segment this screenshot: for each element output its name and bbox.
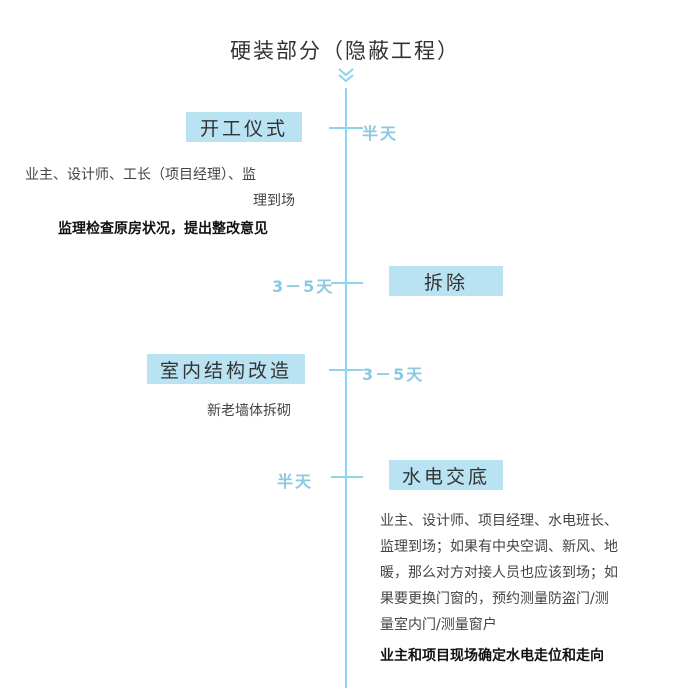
step-duration: 半天	[277, 472, 314, 491]
timeline-tick	[347, 369, 363, 371]
step-highlight: 监理检查原房状况，提出整改意见	[58, 221, 268, 237]
timeline-tick	[329, 369, 345, 371]
step-box-demolition: 拆除	[389, 266, 503, 296]
step-box-structure-renovation: 室内结构改造	[147, 354, 305, 384]
description-line: 理到场	[253, 193, 295, 209]
step-duration: 半天	[362, 124, 399, 143]
timeline-line	[345, 88, 347, 688]
description-line: 暖，那么对方对接人员也应该到场；如	[380, 565, 618, 581]
page-title: 硬装部分（隐蔽工程）	[230, 39, 460, 63]
description-line: 业主、设计师、工长（项目经理）、监	[25, 167, 256, 183]
timeline-tick	[347, 282, 363, 284]
step-description: 业主、设计师、项目经理、水电班长、 监理到场；如果有中央空调、新风、地 暖，那么…	[380, 508, 665, 638]
step-highlight: 业主和项目现场确定水电走位和走向	[380, 648, 604, 664]
step-description: 新老墙体拆砌	[207, 403, 291, 419]
step-box-plumbing-electrical-handover: 水电交底	[389, 460, 503, 490]
description-line: 监理到场；如果有中央空调、新风、地	[380, 539, 618, 555]
description-line: 量室内门/测量窗户	[380, 617, 497, 633]
timeline-tick	[329, 127, 345, 129]
timeline-tick	[331, 476, 347, 478]
step-duration: 3－5天	[272, 277, 335, 296]
timeline-tick	[347, 476, 363, 478]
description-line: 业主、设计师、项目经理、水电班长、	[380, 513, 618, 529]
description-line: 果要更换门窗的，预约测量防盗门/测	[380, 591, 609, 607]
step-description: 业主、设计师、工长（项目经理）、监 理到场	[25, 162, 315, 214]
timeline-tick	[347, 127, 363, 129]
timeline-tick	[331, 282, 347, 284]
chevron-down-icon	[338, 68, 354, 83]
step-box-opening-ceremony: 开工仪式	[186, 112, 302, 142]
step-duration: 3－5天	[362, 365, 425, 384]
